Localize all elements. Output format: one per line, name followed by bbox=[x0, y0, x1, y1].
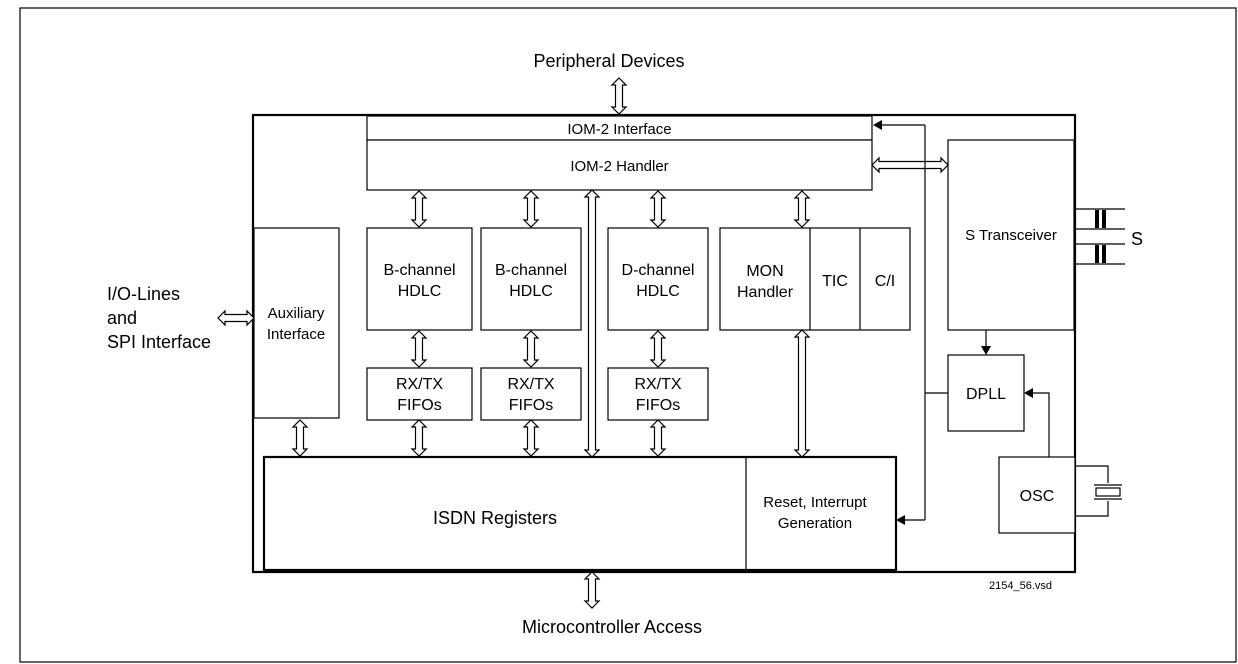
fifo-1-line2: FIFOs bbox=[397, 397, 441, 414]
arrow-iom2-mon bbox=[794, 190, 810, 228]
b-channel-hdlc-1-line2: HDLC bbox=[398, 283, 442, 300]
osc-to-dpll-line bbox=[1032, 392, 1050, 457]
dpll-label: DPLL bbox=[966, 386, 1006, 403]
crystal-wire-bottom bbox=[1075, 501, 1109, 517]
iom2-handler-label: IOM-2 Handler bbox=[570, 158, 668, 175]
arrow-bhdlc1-fifo bbox=[411, 330, 427, 368]
arrow-fifo1-registers bbox=[411, 419, 427, 457]
mon-handler-line1: MON bbox=[746, 263, 783, 280]
clock-to-iom2-arrowhead bbox=[873, 120, 882, 130]
d-channel-hdlc-block bbox=[607, 227, 709, 331]
b-channel-hdlc-1-line1: B-channel bbox=[383, 262, 455, 279]
arrow-fifo2-registers bbox=[523, 419, 539, 457]
auxiliary-interface-block bbox=[253, 227, 340, 419]
s-interface-transformer-2 bbox=[1075, 243, 1125, 265]
osc-block bbox=[998, 456, 1076, 534]
peripheral-devices-label: Peripheral Devices bbox=[533, 51, 684, 71]
isdn-registers-label: ISDN Registers bbox=[433, 508, 557, 528]
crystal-wire-top bbox=[1075, 465, 1109, 483]
iom2-interface-block bbox=[366, 115, 873, 141]
io-lines-label-line1: I/O-Lines bbox=[107, 284, 180, 304]
fifo-3-block bbox=[607, 367, 709, 421]
crystal-body bbox=[1095, 487, 1121, 497]
b-channel-hdlc-2-block bbox=[480, 227, 582, 331]
s-transceiver-block bbox=[947, 139, 1075, 331]
s-transceiver-label: S Transceiver bbox=[965, 227, 1057, 244]
arrow-registers-microcontroller bbox=[584, 571, 600, 609]
transceiver-to-dpll-arrowhead bbox=[981, 346, 991, 355]
ci-label: C/I bbox=[875, 273, 895, 290]
isdn-registers-block bbox=[262, 455, 898, 572]
clock-to-reset-arrowhead bbox=[896, 515, 905, 525]
d-channel-hdlc-line1: D-channel bbox=[622, 262, 695, 279]
mon-handler-line2: Handler bbox=[737, 284, 794, 301]
auxiliary-interface-line1: Auxiliary bbox=[268, 305, 325, 322]
arrow-mon-reset-long bbox=[793, 329, 811, 458]
arrow-iom2-registers-long bbox=[583, 189, 601, 458]
osc-to-dpll-arrowhead bbox=[1024, 388, 1033, 398]
tic-label: TIC bbox=[822, 273, 848, 290]
b-channel-hdlc-2-line1: B-channel bbox=[495, 262, 567, 279]
iom2-interface-label: IOM-2 Interface bbox=[567, 121, 671, 138]
arrow-iom2-transceiver bbox=[871, 156, 949, 174]
monitor-group-block bbox=[719, 227, 911, 331]
arrow-bhdlc2-fifo bbox=[523, 330, 539, 368]
io-lines-label-line3: SPI Interface bbox=[107, 332, 211, 352]
microcontroller-access-label: Microcontroller Access bbox=[522, 617, 702, 637]
fifo-3-line1: RX/TX bbox=[634, 376, 681, 393]
arrow-peripheral-iom2 bbox=[611, 77, 627, 115]
fifo-2-line2: FIFOs bbox=[509, 397, 553, 414]
s-interface-label: S bbox=[1131, 229, 1143, 249]
s-interface-transformer-1 bbox=[1075, 208, 1125, 230]
arrow-io-aux bbox=[217, 309, 255, 327]
arrow-iom2-dhdlc bbox=[650, 190, 666, 228]
fifo-1-line1: RX/TX bbox=[396, 376, 443, 393]
arrow-iom2-bhdlc1 bbox=[411, 190, 427, 228]
iom2-handler-block bbox=[366, 139, 873, 191]
chip-outline bbox=[251, 113, 1077, 574]
arrow-fifo3-registers bbox=[650, 419, 666, 457]
fifo-3-line2: FIFOs bbox=[636, 397, 680, 414]
osc-label: OSC bbox=[1020, 488, 1055, 505]
arrow-dhdlc-fifo bbox=[650, 330, 666, 368]
auxiliary-interface-line2: Interface bbox=[267, 326, 325, 343]
io-lines-label-line2: and bbox=[107, 308, 137, 328]
arrow-aux-registers bbox=[292, 419, 308, 457]
arrow-iom2-bhdlc2 bbox=[523, 190, 539, 228]
file-id-label: 2154_56.vsd bbox=[989, 580, 1052, 592]
reset-interrupt-line2: Generation bbox=[778, 515, 852, 532]
reset-interrupt-line1: Reset, Interrupt bbox=[763, 494, 867, 511]
b-channel-hdlc-2-line2: HDLC bbox=[509, 283, 553, 300]
page-frame bbox=[19, 7, 1237, 663]
b-channel-hdlc-1-block bbox=[366, 227, 473, 331]
d-channel-hdlc-line2: HDLC bbox=[636, 283, 680, 300]
fifo-2-line1: RX/TX bbox=[507, 376, 554, 393]
